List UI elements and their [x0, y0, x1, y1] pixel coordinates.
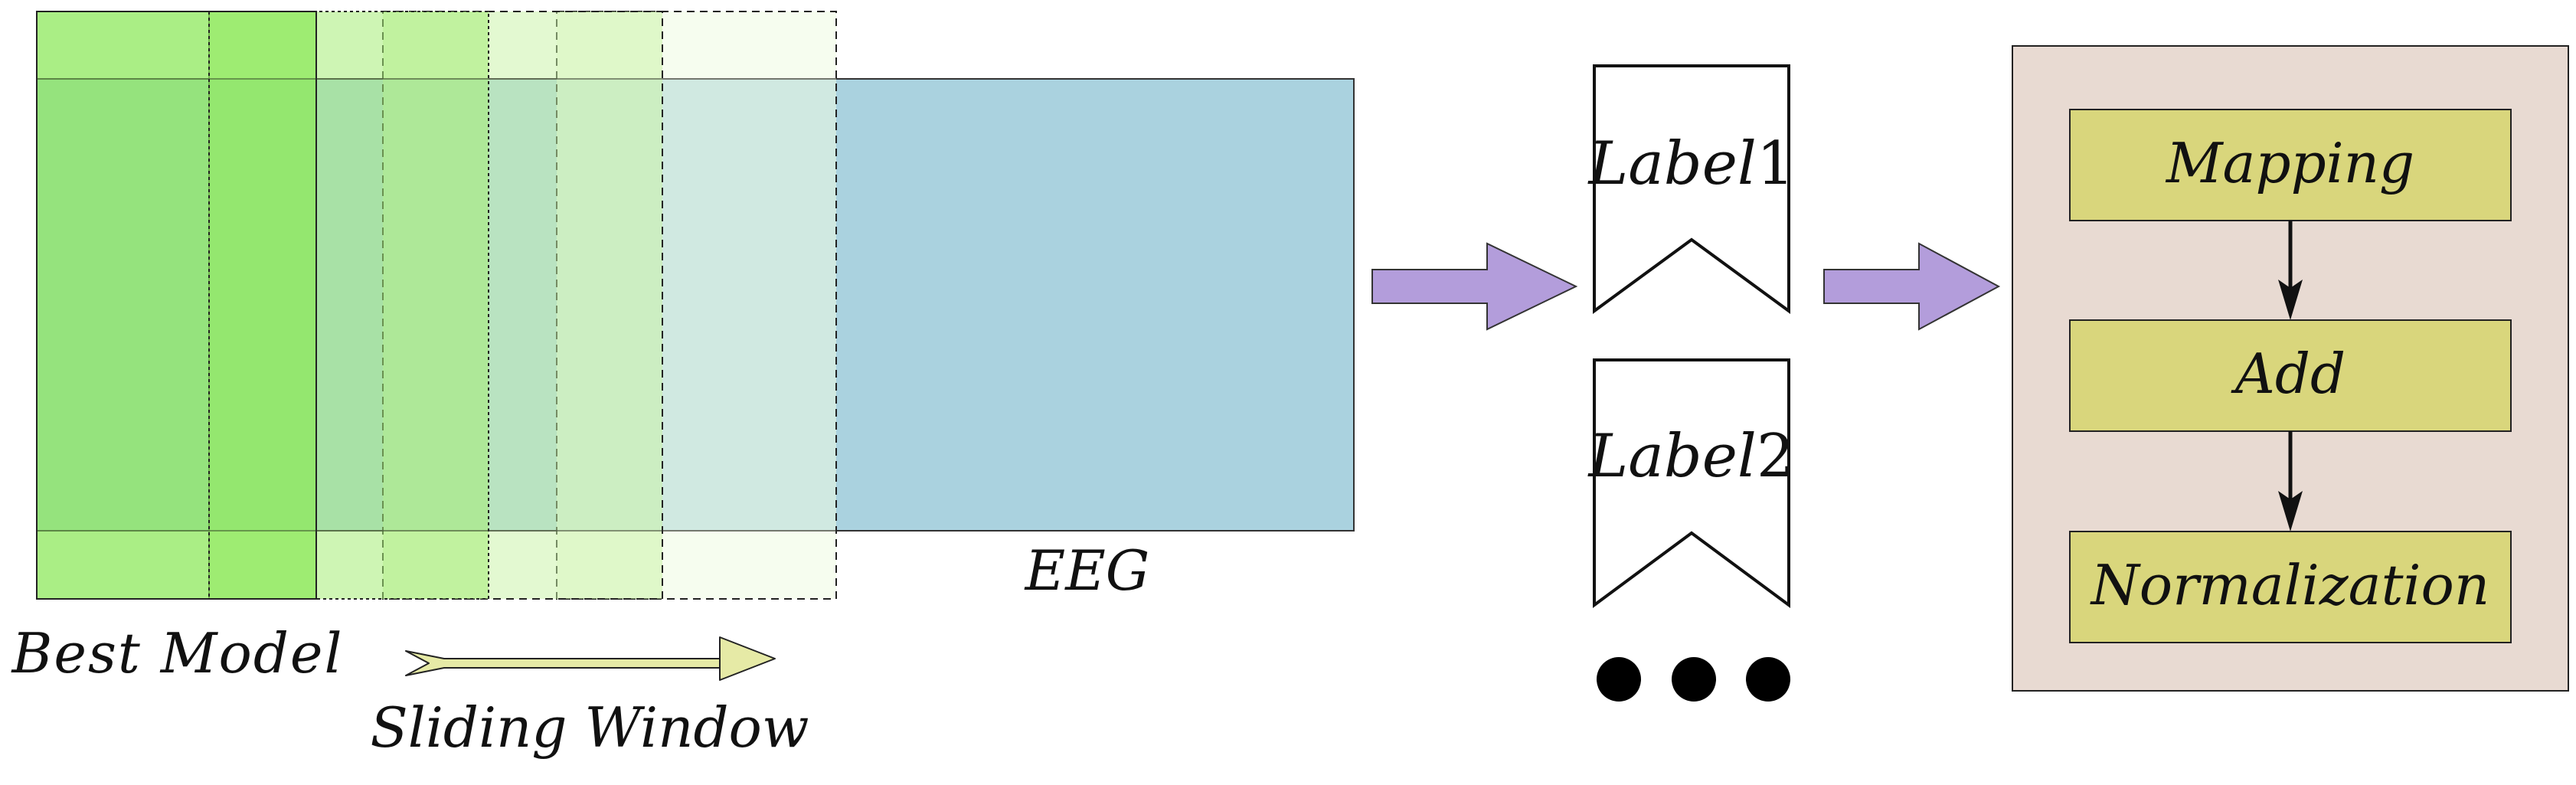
best-model-label: Best Model [10, 621, 343, 685]
best-model-window [36, 11, 317, 600]
labels-column: Label1 Label2 [1587, 64, 1795, 702]
mapping-step [2069, 109, 2512, 221]
label-flag-2-text: Label2 [1587, 422, 1795, 491]
flow-arrow-2 [1823, 242, 2001, 331]
eeg-panel: EEG Best Model Sliding Window [10, 11, 1355, 760]
label-flag-2 [1593, 358, 1790, 608]
eeg-label: EEG [1024, 538, 1150, 603]
ellipsis-dots [1597, 657, 1790, 702]
label-flag-1 [1593, 64, 1790, 314]
sliding-direction-arrow [405, 636, 776, 681]
flow-arrow-1 [1371, 242, 1578, 331]
step-arrowhead-2 [2278, 491, 2303, 532]
normalization-step-label: Normalization [2090, 553, 2490, 617]
step-arrowhead-1 [2278, 280, 2303, 320]
add-step-label: Add [2231, 342, 2346, 406]
add-step [2069, 319, 2512, 432]
mapping-step-label: Mapping [2165, 131, 2414, 195]
sliding-window-label: Sliding Window [370, 695, 809, 760]
label-flag-1-text: Label1 [1587, 129, 1795, 198]
normalization-step [2069, 531, 2512, 643]
process-panel: Mapping Add Normalization [2012, 45, 2569, 692]
